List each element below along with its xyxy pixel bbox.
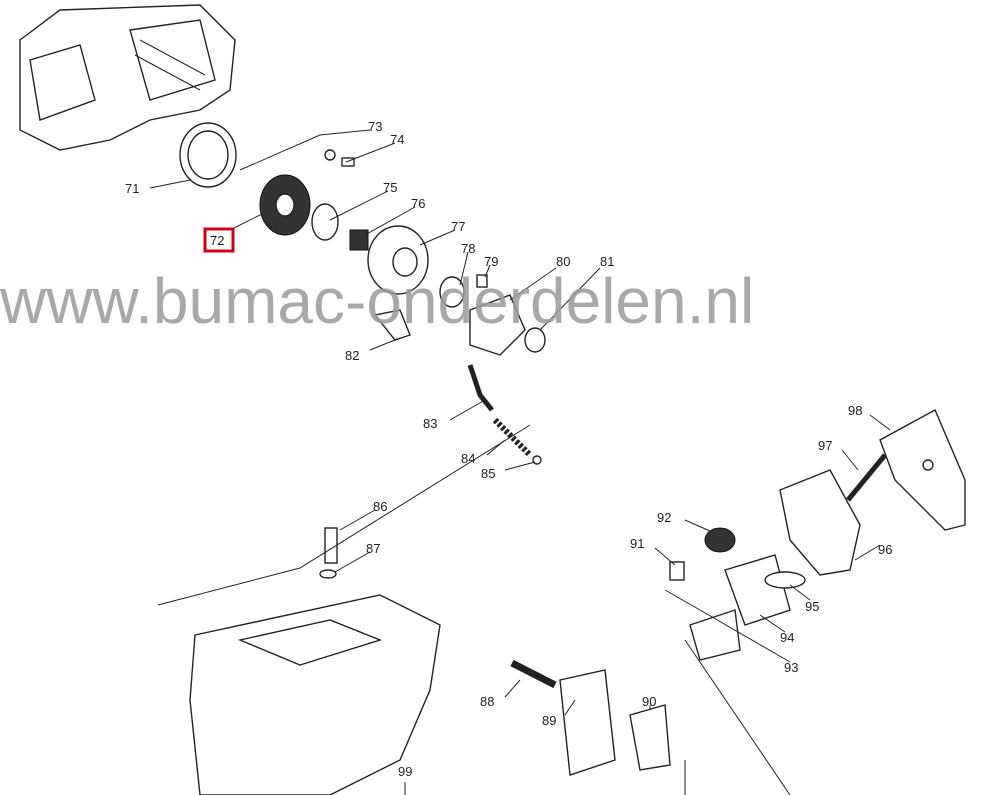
leader-lines (149, 129, 891, 795)
part-label-74[interactable]: 74 (390, 132, 404, 147)
part-label-95[interactable]: 95 (805, 599, 819, 614)
part-98-gasket (879, 409, 966, 531)
part-94-carburetor (724, 554, 791, 626)
part-label-96[interactable]: 96 (878, 542, 892, 557)
part-label-78[interactable]: 78 (461, 241, 475, 256)
part-label-80[interactable]: 80 (556, 254, 570, 269)
part-label-76[interactable]: 76 (411, 196, 425, 211)
part-label-91[interactable]: 91 (630, 536, 644, 551)
part-label-97[interactable]: 97 (818, 438, 832, 453)
engine-housing-drawing (19, 4, 236, 151)
part-label-82[interactable]: 82 (345, 348, 359, 363)
watermark-text: www.bumac-onderdelen.nl (0, 265, 754, 337)
part-label-85[interactable]: 85 (481, 466, 495, 481)
part-label-83[interactable]: 83 (423, 416, 437, 431)
part-label-71[interactable]: 71 (125, 181, 139, 196)
highlight-box (203, 227, 235, 253)
part-label-81[interactable]: 81 (600, 254, 614, 269)
part-label-94[interactable]: 94 (780, 630, 794, 645)
part-label-98[interactable]: 98 (848, 403, 862, 418)
part-80-oil-pump (469, 294, 526, 356)
part-96-air-filter-cover (779, 469, 861, 576)
part-label-84[interactable]: 84 (461, 451, 475, 466)
part-label-92[interactable]: 92 (657, 510, 671, 525)
part-label-73[interactable]: 73 (368, 119, 382, 134)
part-label-75[interactable]: 75 (383, 180, 397, 195)
part-label-99[interactable]: 99 (398, 764, 412, 779)
part-label-87[interactable]: 87 (366, 541, 380, 556)
part-label-79[interactable]: 79 (484, 254, 498, 269)
part-label-93[interactable]: 93 (784, 660, 798, 675)
part-label-77[interactable]: 77 (451, 219, 465, 234)
part-label-89[interactable]: 89 (542, 713, 556, 728)
part-label-90[interactable]: 90 (642, 694, 656, 709)
part-label-72[interactable]: 72 (210, 233, 224, 248)
part-label-88[interactable]: 88 (480, 694, 494, 709)
part-label-86[interactable]: 86 (373, 499, 387, 514)
part-72-clutch (259, 174, 311, 236)
